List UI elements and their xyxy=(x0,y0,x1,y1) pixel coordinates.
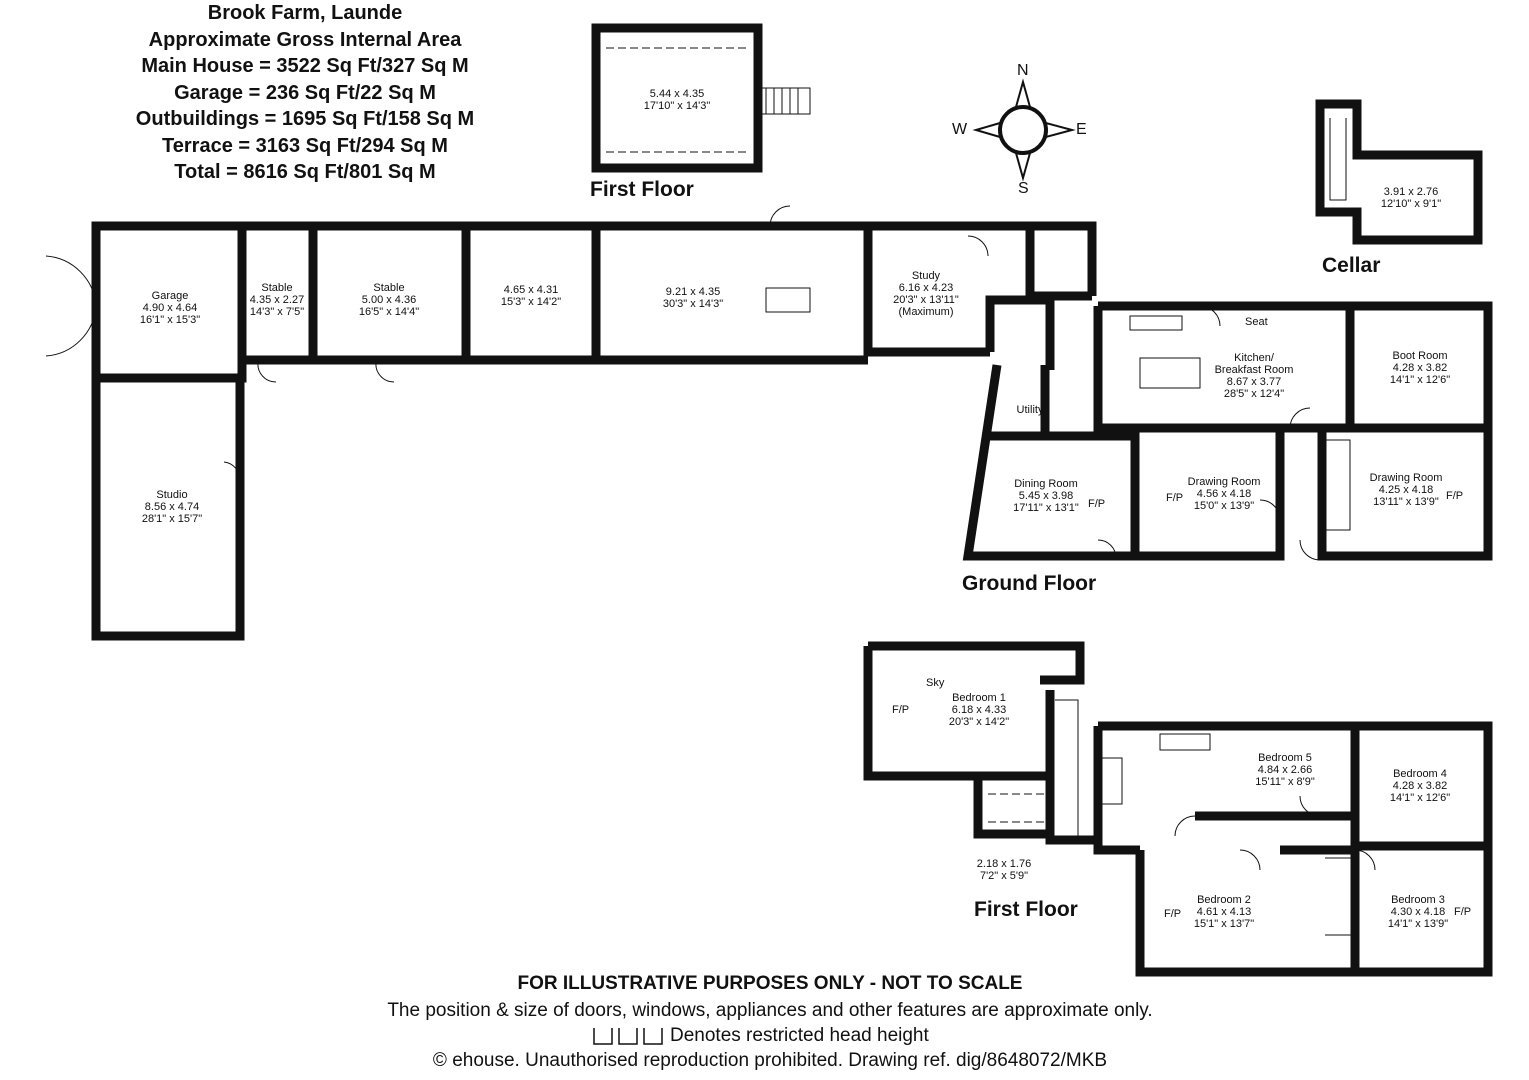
copyright-text: © ehouse. Unauthorised reproduction proh… xyxy=(432,1050,1108,1071)
fireplace-label: F/P xyxy=(1088,498,1106,510)
main-house-top xyxy=(1098,301,1493,428)
fireplace-label: F/P xyxy=(892,704,910,716)
cellar-walls xyxy=(1315,99,1483,245)
compass-south: S xyxy=(1018,180,1029,197)
fireplace-label: F/P xyxy=(1166,492,1184,504)
area-line: Total = 8616 Sq Ft/801 Sq M xyxy=(174,161,436,183)
fireplace-label: F/P xyxy=(1164,908,1182,920)
property-title: Brook Farm, Launde xyxy=(207,2,403,24)
first-floor-label: First Floor xyxy=(974,898,1078,921)
fireplace-label: F/P xyxy=(1454,906,1472,918)
ground-floor-label: Ground Floor xyxy=(962,572,1097,595)
area-line: Garage = 236 Sq Ft/22 Sq M xyxy=(174,81,436,104)
fireplace-label: F/P xyxy=(1446,490,1464,502)
seat-label: Seat xyxy=(1245,316,1268,328)
compass-north: N xyxy=(1017,62,1029,79)
area-line: Terrace = 3163 Sq Ft/294 Sq M xyxy=(162,134,448,157)
loft-walls xyxy=(591,23,763,173)
compass-west: W xyxy=(952,121,968,138)
legend-text: Denotes restricted head height xyxy=(670,1025,929,1046)
range-top-wall xyxy=(96,221,1097,296)
area-line: Outbuildings = 1695 Sq Ft/158 Sq M xyxy=(135,108,475,130)
first-floor-block xyxy=(1098,721,1493,846)
studio-walls xyxy=(91,373,245,641)
room-utility: Utility xyxy=(1016,404,1044,416)
disclaimer-text: FOR ILLUSTRATIVE PURPOSES ONLY - NOT TO … xyxy=(517,973,1023,994)
restricted-height-legend-glyph xyxy=(593,1028,663,1045)
compass-east: E xyxy=(1076,121,1087,138)
first-floor-outbuilding-label: First Floor xyxy=(590,178,694,201)
bedroom1-walls xyxy=(868,641,1085,685)
compass-rose xyxy=(972,78,1076,182)
area-line: Main House = 3522 Sq Ft/327 Sq M xyxy=(141,55,469,77)
cellar-label: Cellar xyxy=(1322,254,1381,277)
approximation-note: The position & size of doors, windows, a… xyxy=(387,1000,1153,1021)
area-summary: Brook Farm, Launde Approximate Gross Int… xyxy=(70,0,540,186)
skylight-label: Sky xyxy=(926,677,945,689)
area-subtitle: Approximate Gross Internal Area xyxy=(148,28,462,51)
